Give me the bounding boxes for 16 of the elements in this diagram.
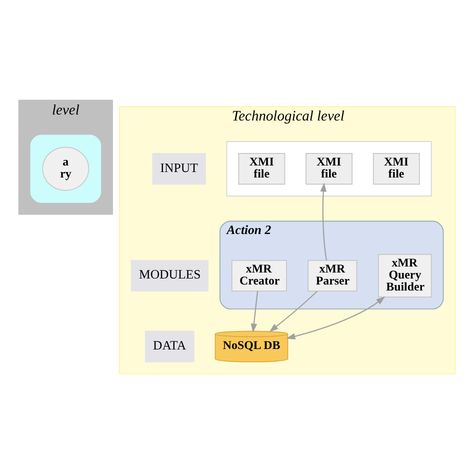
arrow — [286, 296, 386, 340]
node-box: XMI file — [238, 153, 286, 185]
node-circle: a ry — [42, 146, 90, 191]
node-box: xMR Query Builder — [378, 254, 432, 298]
node-box: xMR Parser — [308, 260, 358, 292]
node-box: XMI file — [372, 153, 420, 185]
node-box: INPUT — [152, 153, 206, 185]
node-box: DATA — [144, 330, 194, 362]
cluster — [30, 134, 102, 203]
node-box: XMI file — [306, 153, 352, 185]
arrow — [269, 290, 318, 332]
node-box: MODULES — [130, 260, 208, 292]
arrow — [250, 291, 258, 333]
node-box: xMR Creator — [231, 260, 287, 292]
arrow — [320, 182, 328, 260]
cluster — [226, 141, 432, 196]
